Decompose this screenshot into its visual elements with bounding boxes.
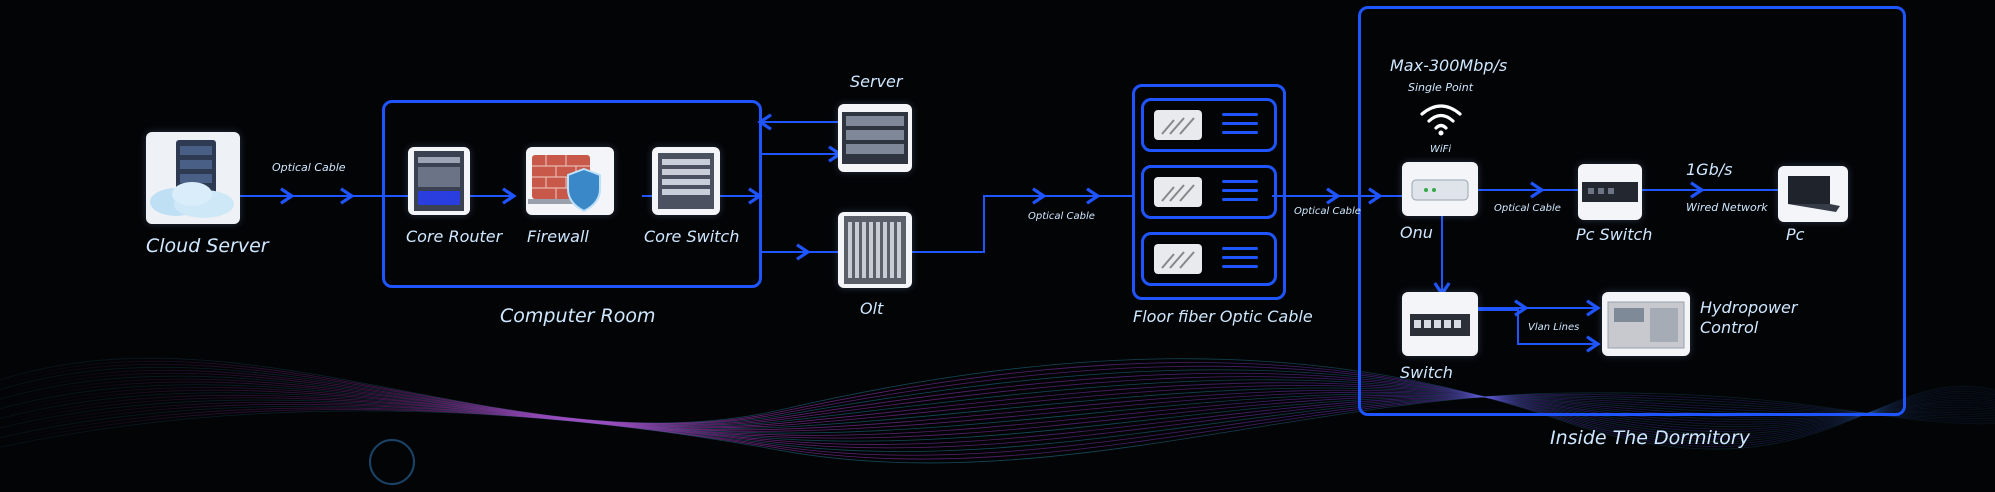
firewall-shield-icon xyxy=(526,147,614,215)
dormitory-box xyxy=(1358,6,1906,416)
background-wave-line xyxy=(0,392,1995,464)
decor-ring xyxy=(369,439,415,485)
pc-switch-label: Pc Switch xyxy=(1576,225,1653,244)
laptop-icon xyxy=(1778,166,1848,222)
background-wave-line xyxy=(0,396,1995,449)
control-cabinet-icon xyxy=(1602,292,1690,356)
server-rack-icon xyxy=(838,104,912,172)
background-wave-line xyxy=(0,375,1995,435)
pc-label: Pc xyxy=(1786,225,1805,244)
wifi-icon xyxy=(1418,100,1464,136)
wired-speed-label: 1Gb/s xyxy=(1686,160,1733,179)
switch-chassis-icon xyxy=(652,147,720,215)
floor-fiber-box xyxy=(1132,84,1286,300)
background-wave-line xyxy=(0,372,1995,437)
edge-label-cloud-router: Optical Cable xyxy=(272,161,346,174)
background-wave-line xyxy=(0,389,1995,432)
dormitory-label: Inside The Dormitory xyxy=(1550,427,1750,449)
background-wave-line xyxy=(0,392,1995,434)
background-wave-line xyxy=(0,395,1995,456)
background-wave-line xyxy=(0,363,1995,445)
background-wave-line xyxy=(0,394,1995,436)
cloud-server-icon xyxy=(146,132,240,224)
background-wave-line xyxy=(0,360,1995,447)
edge-label-onu-pcswitch: Optical Cable xyxy=(1494,203,1561,214)
firewall-label: Firewall xyxy=(527,227,589,246)
background-wave-line xyxy=(0,384,1995,430)
edge-label-olt-floor: Optical Cable xyxy=(1028,211,1095,222)
background-wave-line xyxy=(0,387,1995,431)
olt-label: Olt xyxy=(860,299,884,318)
background-wave-line xyxy=(0,395,1995,452)
edge-label-vlan-lines: Vlan Lines xyxy=(1528,322,1580,333)
edge-label-floor-dorm: Optical Cable xyxy=(1294,206,1361,217)
background-wave-line xyxy=(0,396,1995,445)
background-wave-line xyxy=(0,378,1995,433)
hydropower-label-line2: Control xyxy=(1700,318,1759,337)
background-wave-line xyxy=(0,357,1995,450)
switch-label: Switch xyxy=(1400,363,1453,382)
hydropower-label-line1: Hydropower xyxy=(1700,298,1798,317)
background-waves xyxy=(0,357,1995,485)
fiber-panel-icon xyxy=(1141,232,1277,286)
core-router-label: Core Router xyxy=(406,227,503,246)
fiber-panel-icon xyxy=(1141,165,1277,219)
background-wave-line xyxy=(0,393,1995,460)
floor-fiber-label: Floor fiber Optic Cable xyxy=(1133,307,1313,326)
background-wave-line xyxy=(0,366,1995,442)
pc-switch-icon xyxy=(1578,164,1642,220)
fiber-panel-icon xyxy=(1141,98,1277,152)
olt-chassis-icon xyxy=(838,212,912,288)
server-label: Server xyxy=(850,72,903,91)
computer-room-box xyxy=(382,100,762,288)
onu-icon xyxy=(1402,162,1478,216)
cloud-server-label: Cloud Server xyxy=(146,235,269,257)
edge-label-wired-network: Wired Network xyxy=(1686,201,1768,214)
computer-room-label: Computer Room xyxy=(500,305,656,327)
core-switch-label: Core Switch xyxy=(644,227,740,246)
onu-label: Onu xyxy=(1400,223,1433,242)
single-point-label: Single Point xyxy=(1408,81,1474,94)
background-wave-line xyxy=(0,369,1995,440)
max-speed-label: Max-300Mbp/s xyxy=(1390,56,1508,75)
wifi-label: WiFi xyxy=(1430,144,1452,155)
ethernet-switch-icon xyxy=(1402,292,1478,356)
router-icon xyxy=(408,147,470,215)
background-wave-line xyxy=(0,381,1995,430)
